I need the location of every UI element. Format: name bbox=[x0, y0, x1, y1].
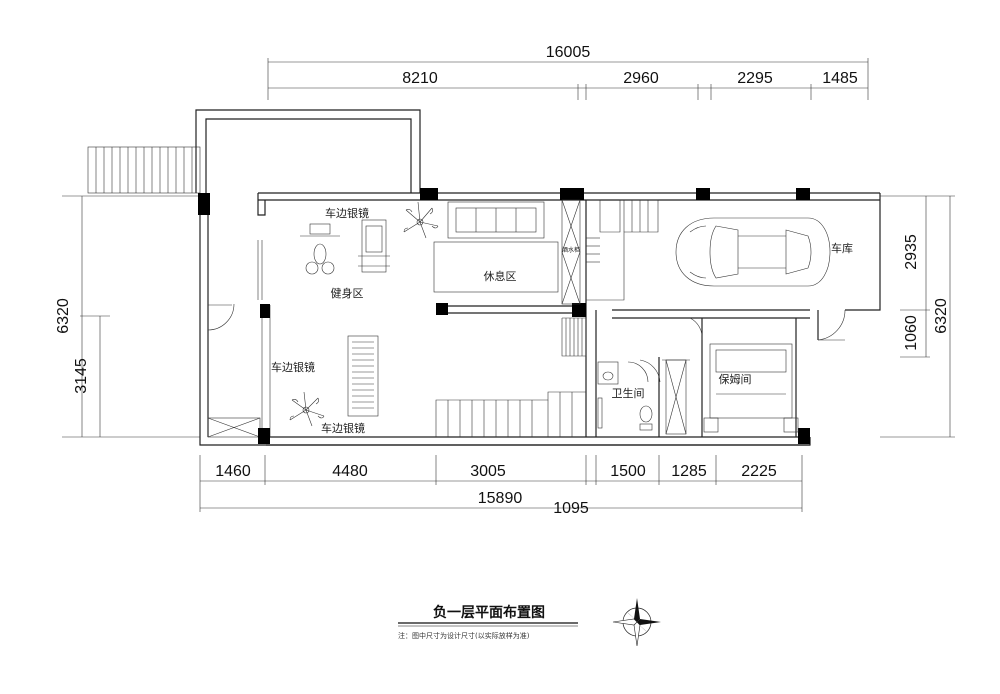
plant-icon bbox=[289, 391, 325, 427]
dim-bottom-seg-3: 3005 bbox=[470, 463, 506, 480]
label-mirror-top: 车边银镜 bbox=[325, 206, 369, 220]
stair-icon bbox=[435, 199, 659, 437]
exterior-stair bbox=[87, 146, 201, 194]
bottom-dimensions bbox=[199, 455, 803, 512]
left-corridor bbox=[207, 240, 271, 438]
label-bathroom: 卫生间 bbox=[612, 386, 645, 400]
dim-top-total: 16005 bbox=[546, 44, 591, 61]
label-garage: 车库 bbox=[831, 241, 853, 255]
label-wine-cabinet: 酒水柜 bbox=[562, 246, 580, 254]
dim-bottom-seg-5: 1285 bbox=[671, 463, 707, 480]
structural-columns bbox=[198, 188, 810, 444]
wine-cabinet bbox=[561, 199, 581, 305]
dim-bottom-seg-1: 1460 bbox=[215, 463, 251, 480]
right-dimensions bbox=[880, 195, 955, 438]
column bbox=[560, 188, 584, 200]
lounge-area bbox=[433, 241, 559, 293]
column bbox=[796, 188, 810, 200]
column bbox=[798, 428, 810, 444]
car-icon bbox=[675, 217, 831, 287]
column bbox=[258, 428, 270, 444]
dim-right-upper: 2935 bbox=[903, 234, 920, 270]
dim-left-total: 6320 bbox=[55, 298, 72, 334]
column bbox=[572, 303, 586, 317]
dim-top-seg-3: 2295 bbox=[737, 70, 773, 87]
dim-top-seg-1: 8210 bbox=[402, 70, 438, 87]
column bbox=[696, 188, 710, 200]
compass-icon bbox=[612, 598, 661, 647]
dim-bottom-extra: 1095 bbox=[553, 500, 589, 517]
label-mirror-bottom: 车边银镜 bbox=[321, 421, 365, 435]
drawing-title: 负一层平面布置图 bbox=[433, 604, 545, 621]
gym-equipment-icon bbox=[300, 219, 390, 417]
column bbox=[436, 303, 448, 315]
top-dimensions bbox=[267, 58, 869, 100]
left-dimensions bbox=[62, 195, 200, 438]
dim-bottom-seg-4: 1500 bbox=[610, 463, 646, 480]
dim-left-part: 3145 bbox=[73, 358, 90, 394]
interior-walls bbox=[436, 200, 881, 437]
light-well bbox=[195, 109, 421, 193]
sofa-icon bbox=[447, 201, 545, 239]
toilet-icon bbox=[597, 361, 653, 431]
label-maid-room: 保姆间 bbox=[719, 372, 752, 386]
plant-icon bbox=[403, 201, 439, 239]
column bbox=[420, 188, 438, 200]
dim-top-seg-2: 2960 bbox=[623, 70, 659, 87]
dim-bottom-total: 15890 bbox=[478, 490, 523, 507]
label-mirror-left: 车边银镜 bbox=[271, 360, 315, 374]
label-lounge: 休息区 bbox=[484, 269, 517, 283]
column bbox=[260, 304, 270, 318]
column bbox=[198, 193, 210, 215]
label-gym: 健身区 bbox=[331, 286, 364, 300]
dim-right-lower: 1060 bbox=[903, 315, 920, 351]
dim-right-total: 6320 bbox=[933, 298, 950, 334]
bed-icon bbox=[639, 317, 799, 435]
dim-top-seg-4: 1485 bbox=[822, 70, 858, 87]
dim-bottom-seg-6: 2225 bbox=[741, 463, 777, 480]
garage-door bbox=[817, 309, 846, 341]
drawing-note: 注：图中尺寸为设计尺寸(以实际放样为准) bbox=[398, 631, 530, 640]
dim-bottom-seg-2: 4480 bbox=[332, 463, 368, 480]
